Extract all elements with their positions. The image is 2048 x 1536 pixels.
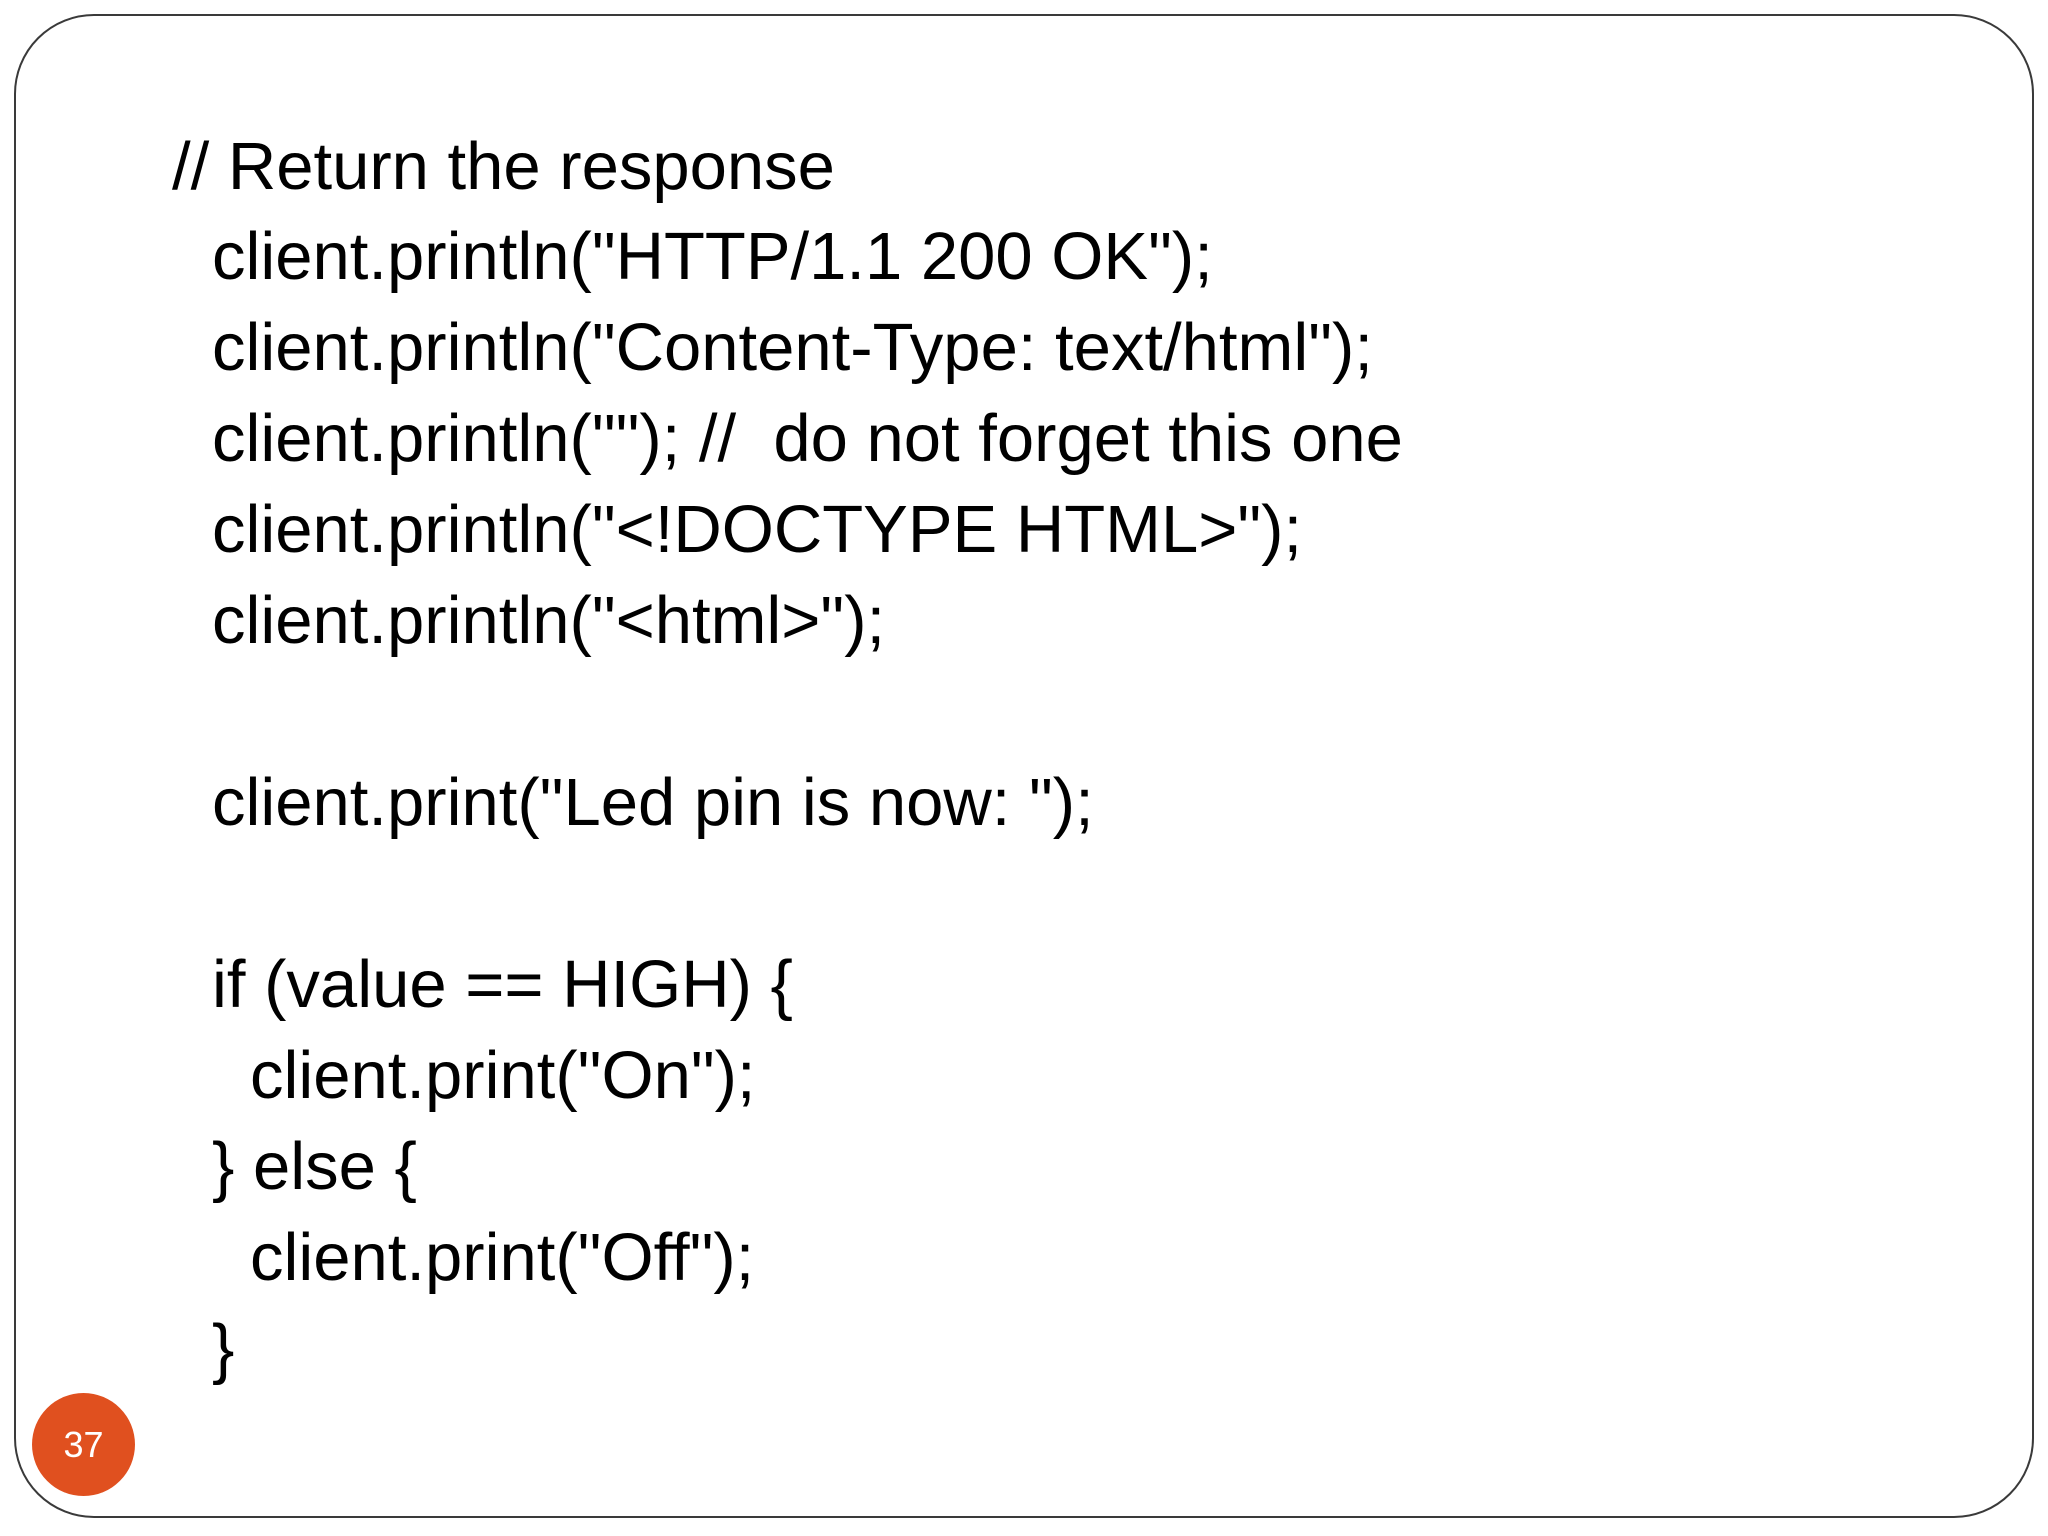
code-line-doctype: client.println("<!DOCTYPE HTML>"); [212, 492, 1303, 567]
code-line-led-pin-status: client.print("Led pin is now: "); [212, 765, 1094, 840]
code-line-content-type: client.println("Content-Type: text/html"… [212, 310, 1373, 385]
slide-frame [14, 14, 2034, 1518]
code-line-html-tag: client.println("<html>"); [212, 583, 886, 658]
code-line-closing-brace: } [212, 1311, 235, 1386]
code-line-http-status: client.println("HTTP/1.1 200 OK"); [212, 219, 1213, 294]
code-line-print-on: client.print("On"); [250, 1038, 756, 1113]
code-line-print-off: client.print("Off"); [250, 1220, 755, 1295]
code-line-empty-println: client.println(""); // do not forget thi… [212, 401, 1403, 476]
code-line-else: } else { [212, 1129, 417, 1204]
page-number-badge: 37 [32, 1393, 135, 1496]
code-line-if-high: if (value == HIGH) { [212, 947, 793, 1022]
code-comment-return-response: // Return the response [172, 129, 835, 204]
